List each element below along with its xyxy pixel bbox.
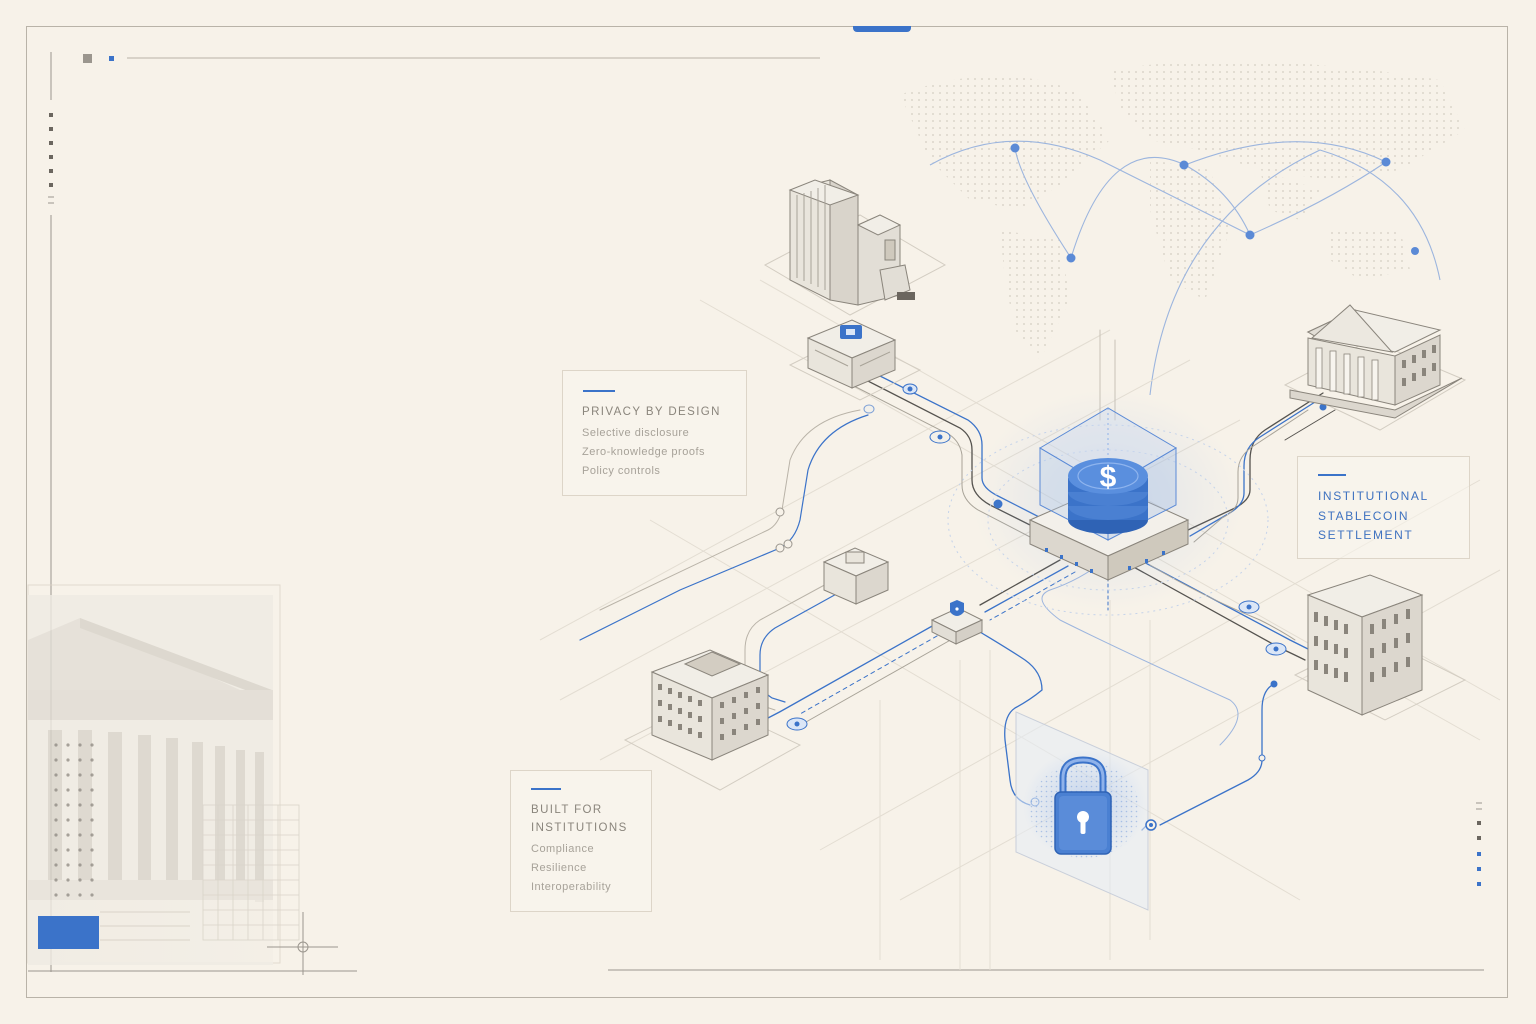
privacy-card-accent (583, 390, 615, 392)
padlock-icon (1054, 756, 1112, 855)
dollar-coin-stack-icon (1068, 458, 1148, 534)
settlement-card-title: INSTITUTIONAL STABLECOIN SETTLEMENT (1318, 489, 1429, 542)
shield-gateway (930, 600, 984, 645)
privacy-item-policy-controls: Policy controls (582, 465, 661, 477)
relay-node-cube (822, 547, 890, 605)
institutions-item-interoperability: Interoperability (531, 881, 612, 893)
outer-frame (26, 26, 1508, 998)
institutions-item-compliance: Compliance (531, 843, 595, 855)
privacy-item-zero-knowledge: Zero-knowledge proofs (582, 446, 706, 458)
secure-vault (1015, 711, 1157, 911)
world-map-dots (900, 61, 1465, 360)
settlement-card: INSTITUTIONAL STABLECOIN SETTLEMENT (1297, 456, 1470, 559)
top-accent-tab (853, 26, 911, 32)
hub-currency-symbol: $ (1100, 461, 1117, 494)
gateway-node-building (788, 319, 922, 401)
arc-nodes (1010, 143, 1419, 263)
crosshair-mark (267, 912, 338, 975)
blue-accent-block (38, 916, 99, 949)
central-bank-building (1283, 304, 1467, 431)
privacy-card: PRIVACY BY DESIGN Selective disclosure Z… (562, 370, 747, 496)
privacy-item-selective-disclosure: Selective disclosure (582, 427, 690, 439)
office-tower-building (763, 179, 947, 316)
privacy-card-title: PRIVACY BY DESIGN (582, 406, 721, 418)
office-building-left (623, 649, 802, 791)
corner-decoration-right (1476, 802, 1482, 886)
faded-courthouse-image (27, 584, 300, 965)
institutions-item-resilience: Resilience (531, 862, 587, 874)
settlement-card-accent (1318, 474, 1346, 476)
institutions-card-title: BUILT FOR INSTITUTIONS (531, 804, 628, 834)
central-settlement-hub: $ (947, 390, 1269, 616)
institutions-card: BUILT FOR INSTITUTIONS Compliance Resili… (510, 770, 652, 912)
institutions-card-accent (531, 788, 561, 790)
office-building-right (1293, 574, 1467, 721)
